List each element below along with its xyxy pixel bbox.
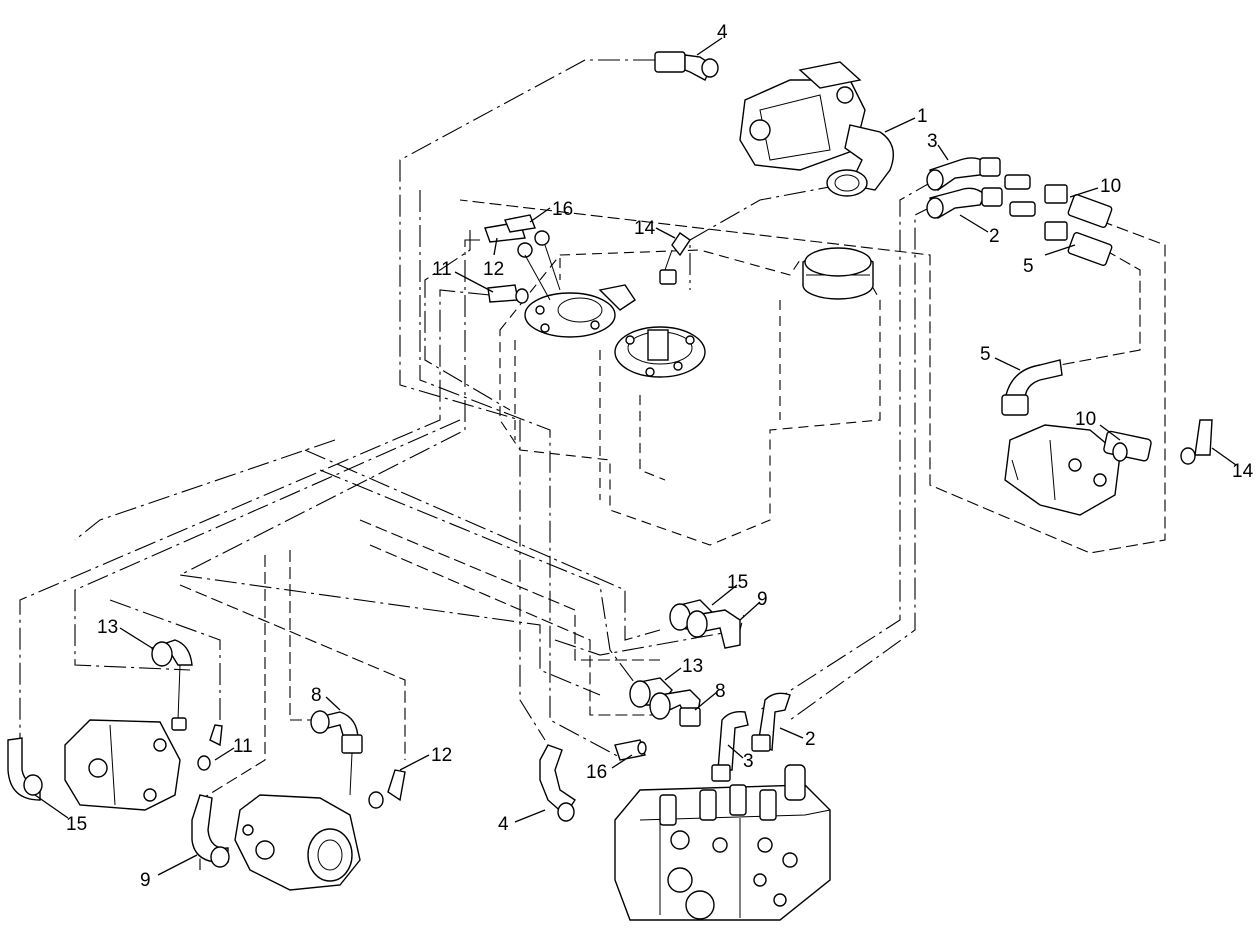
- callout-12-bottom: 12: [431, 745, 452, 766]
- fitting-4-top: [654, 51, 719, 81]
- callout-1: 1: [917, 106, 928, 127]
- callout-4-bottom: 4: [498, 814, 509, 835]
- fittings-upper-right: [926, 157, 1113, 267]
- callout-15-bottom: 15: [66, 814, 87, 835]
- pump-lower-left: [7, 639, 223, 811]
- pump-lower-mid: [191, 710, 406, 891]
- callout-5-top: 5: [1023, 256, 1034, 277]
- callout-8-mid: 8: [715, 681, 726, 702]
- motor-assembly-top: [739, 61, 894, 197]
- callout-9-mid: 9: [757, 589, 768, 610]
- callout-2-bottom: 2: [805, 729, 816, 750]
- callout-4-top: 4: [717, 22, 728, 43]
- callout-10-top: 10: [1100, 176, 1121, 197]
- hose-routing-lines: [19, 59, 1166, 870]
- callout-8-left: 8: [311, 685, 322, 706]
- callout-11-top: 11: [432, 259, 452, 280]
- callout-3-right: 3: [927, 131, 938, 152]
- callout-14-top: 14: [634, 218, 656, 239]
- callout-13-mid: 13: [682, 656, 703, 677]
- control-valve-block: [614, 692, 831, 921]
- callout-5-mid: 5: [980, 344, 991, 365]
- hydraulic-tank: [499, 247, 881, 546]
- callout-15-mid: 15: [727, 572, 748, 593]
- fitting-4-bottom: [539, 744, 576, 822]
- callout-13-left: 13: [97, 617, 118, 638]
- pump-right: [1001, 359, 1213, 516]
- callout-14-right: 14: [1232, 461, 1254, 482]
- callout-16-top: 16: [552, 199, 573, 220]
- callout-leaders: [34, 37, 1237, 876]
- tank-fittings: [484, 214, 691, 304]
- callout-3-bottom: 3: [743, 751, 754, 772]
- callout-2-right: 2: [989, 226, 1000, 247]
- callout-9-bottom: 9: [140, 870, 151, 891]
- callout-10-mid: 10: [1075, 409, 1096, 430]
- callout-16-bottom: 16: [586, 762, 607, 783]
- callout-labels: 4 1 3 10 2 5 16 14 12 11 5 10 14 15 9 13…: [66, 22, 1254, 891]
- mid-fittings: [629, 599, 741, 727]
- callout-11-bottom: 11: [233, 736, 253, 757]
- callout-12-top: 12: [483, 259, 504, 280]
